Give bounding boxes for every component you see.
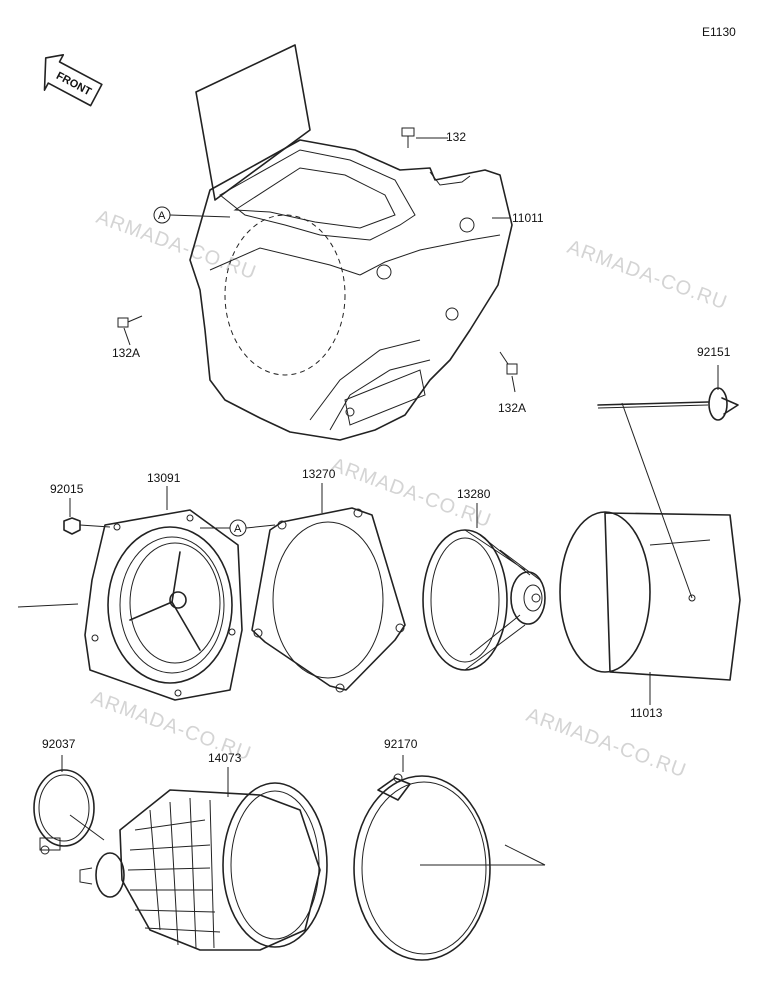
clamp-92037 — [33, 755, 95, 855]
watermark-1: ARMADA-CO.RU — [93, 206, 259, 284]
filter-element-11013 — [559, 511, 741, 705]
label-13280: 13280 — [457, 487, 491, 501]
air-duct-14073 — [69, 767, 328, 951]
label-92151: 92151 — [697, 345, 731, 359]
band-clamp-92170 — [353, 755, 546, 961]
callout-a-top-letter: A — [158, 210, 166, 222]
bolt-132a-left-icon — [117, 315, 143, 328]
label-132a-right: 132A — [498, 401, 526, 415]
element-holder-13091 — [84, 509, 243, 701]
leader-132a-right — [511, 375, 516, 393]
leader-left-1 — [17, 603, 79, 608]
label-13270: 13270 — [302, 467, 336, 481]
callout-a-top: A — [153, 206, 231, 224]
bolt-132a-right-icon — [499, 351, 518, 375]
bolt-132-icon — [401, 127, 415, 148]
part-labels: 132 11011 132A 132A 92151 92015 13091 13… — [42, 130, 731, 765]
front-arrow-icon: FRONT — [43, 54, 103, 107]
label-132a-left: 132A — [112, 346, 140, 360]
nut-92015-icon — [63, 517, 111, 535]
element-frame-13280 — [422, 503, 546, 671]
gasket-13270 — [251, 483, 406, 693]
label-13091: 13091 — [147, 471, 181, 485]
label-92015: 92015 — [50, 482, 84, 496]
label-132: 132 — [446, 130, 466, 144]
leader-132a-left — [123, 327, 131, 346]
label-92037: 92037 — [42, 737, 76, 751]
watermark-5: ARMADA-CO.RU — [523, 704, 689, 782]
watermark-2: ARMADA-CO.RU — [564, 236, 730, 314]
callout-a-middle: A — [200, 519, 276, 537]
diagram-code: E1130 — [702, 25, 736, 39]
air-box-11011 — [189, 44, 513, 441]
label-14073: 14073 — [208, 751, 242, 765]
wing-bolt-92151 — [597, 387, 739, 421]
label-92170: 92170 — [384, 737, 418, 751]
callout-a-middle-letter: A — [234, 523, 242, 535]
front-label: FRONT — [54, 70, 93, 99]
label-11013: 11013 — [630, 706, 663, 720]
leader-92151-filter — [621, 402, 693, 599]
watermarks: ARMADA-CO.RU ARMADA-CO.RU ARMADA-CO.RU A… — [88, 206, 730, 782]
label-11011: 11011 — [512, 211, 544, 225]
